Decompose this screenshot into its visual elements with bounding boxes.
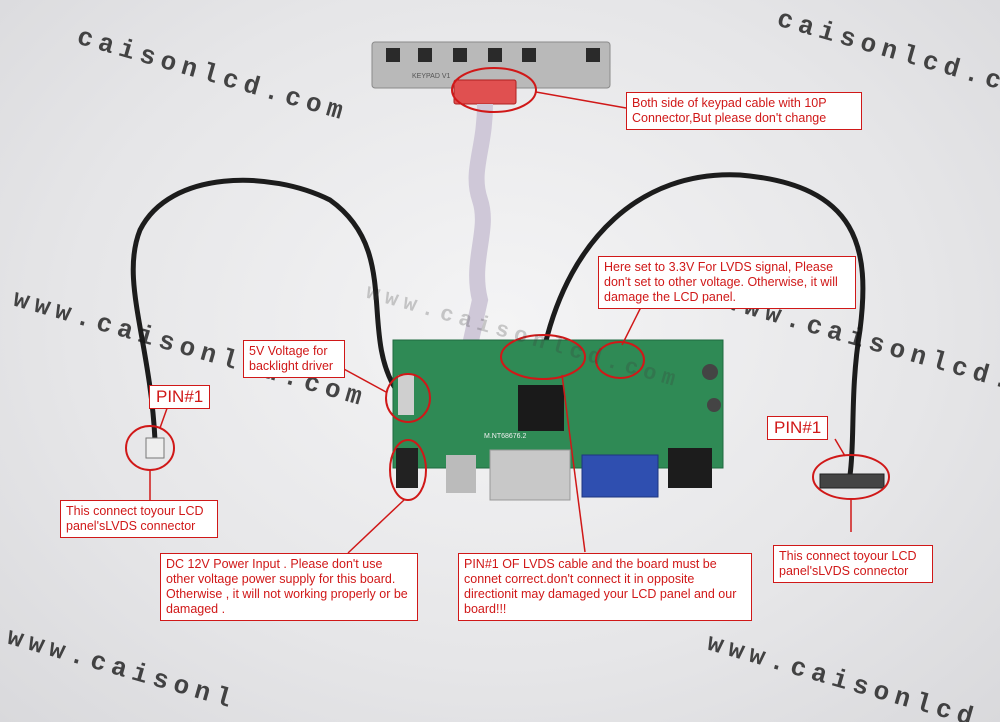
leader-lines — [149, 91, 852, 554]
lvds-cable-left — [130, 177, 398, 441]
main-board: M.NT68676.2 — [392, 339, 724, 501]
lvds-cable-right — [542, 172, 866, 476]
keypad-ribbon-cable — [462, 103, 493, 347]
dc-power-note: DC 12V Power Input . Please don't use ot… — [160, 553, 418, 621]
lvds-left-note: This connect toyour LCD panel'sLVDS conn… — [60, 500, 218, 538]
pin1-right-label: PIN#1 — [767, 416, 829, 440]
pin1-lvds-cable-note: PIN#1 OF LVDS cable and the board must b… — [458, 553, 752, 621]
lvds-voltage-note: Here set to 3.3V For LVDS signal, Please… — [598, 256, 856, 309]
keypad-cable-note: Both side of keypad cable with 10P Conne… — [626, 92, 862, 130]
board-model-label: M.NT68676.2 — [484, 433, 527, 440]
lvds-connector-right — [819, 473, 885, 489]
pin1-left-label: PIN#1 — [149, 385, 211, 409]
keypad-board: KEYPAD V1 — [371, 41, 611, 105]
backlight-voltage-note: 5V Voltage for backlight driver — [243, 340, 345, 378]
keypad-label: KEYPAD V1 — [412, 73, 450, 80]
highlight-circles — [125, 67, 890, 501]
lvds-right-note: This connect toyour LCD panel'sLVDS conn… — [773, 545, 933, 583]
lvds-connector-left — [145, 437, 165, 459]
